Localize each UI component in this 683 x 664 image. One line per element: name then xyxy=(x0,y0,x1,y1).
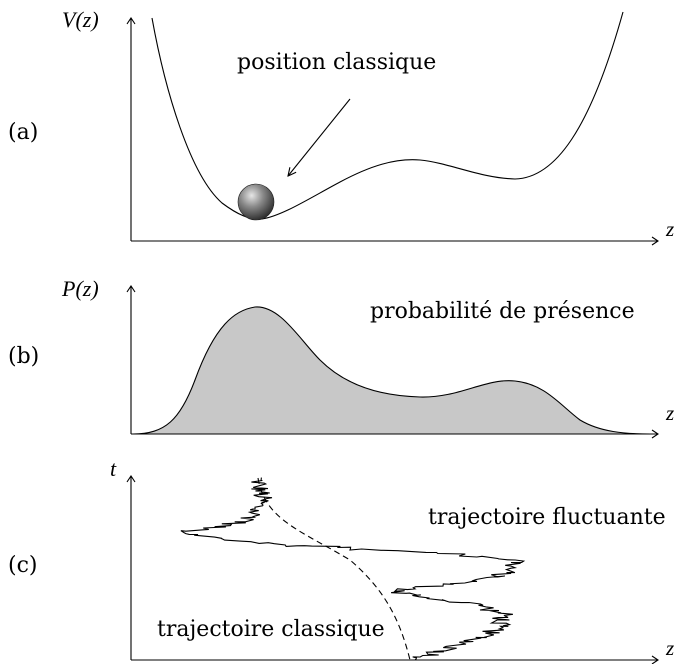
classical-trajectory xyxy=(257,477,411,661)
panel-c-y-label: t xyxy=(110,456,117,481)
panel-a: (a) V(z) z position classique xyxy=(8,7,674,246)
panel-b-x-label: z xyxy=(665,401,674,425)
panel-c-y-arrow xyxy=(126,475,136,483)
panel-c-tag: (c) xyxy=(8,553,38,578)
position-label: position classique xyxy=(237,50,436,75)
probability-area xyxy=(132,306,651,435)
classical-label: trajectoire classique xyxy=(157,617,385,642)
fluctuating-trajectory xyxy=(180,477,526,661)
panel-c: (c) t z trajectoire fluctuante trajectoi… xyxy=(8,456,674,664)
panel-c-axes xyxy=(126,475,659,664)
panel-b-y-arrow xyxy=(126,285,136,293)
panel-a-x-arrow xyxy=(651,236,659,246)
ball-icon xyxy=(237,183,275,221)
panel-a-tag: (a) xyxy=(8,120,38,145)
panel-c-x-label: z xyxy=(665,636,674,660)
probability-label: probabilité de présence xyxy=(370,299,635,324)
panel-c-x-arrow xyxy=(651,655,659,664)
panel-b-y-label: P(z) xyxy=(61,276,99,301)
position-arrow xyxy=(288,98,351,176)
panel-b-tag: (b) xyxy=(8,344,39,369)
panel-b-x-arrow xyxy=(651,429,659,439)
panel-a-axes xyxy=(126,17,659,246)
panel-b: (b) P(z) z probabilité de présence xyxy=(8,276,674,439)
panel-a-x-label: z xyxy=(665,217,674,241)
fluctuating-label: trajectoire fluctuante xyxy=(428,505,666,530)
panel-a-y-arrow xyxy=(126,17,136,25)
panel-a-y-label: V(z) xyxy=(62,7,99,32)
panel-b-axes xyxy=(126,285,659,439)
potential-curve xyxy=(151,11,624,220)
